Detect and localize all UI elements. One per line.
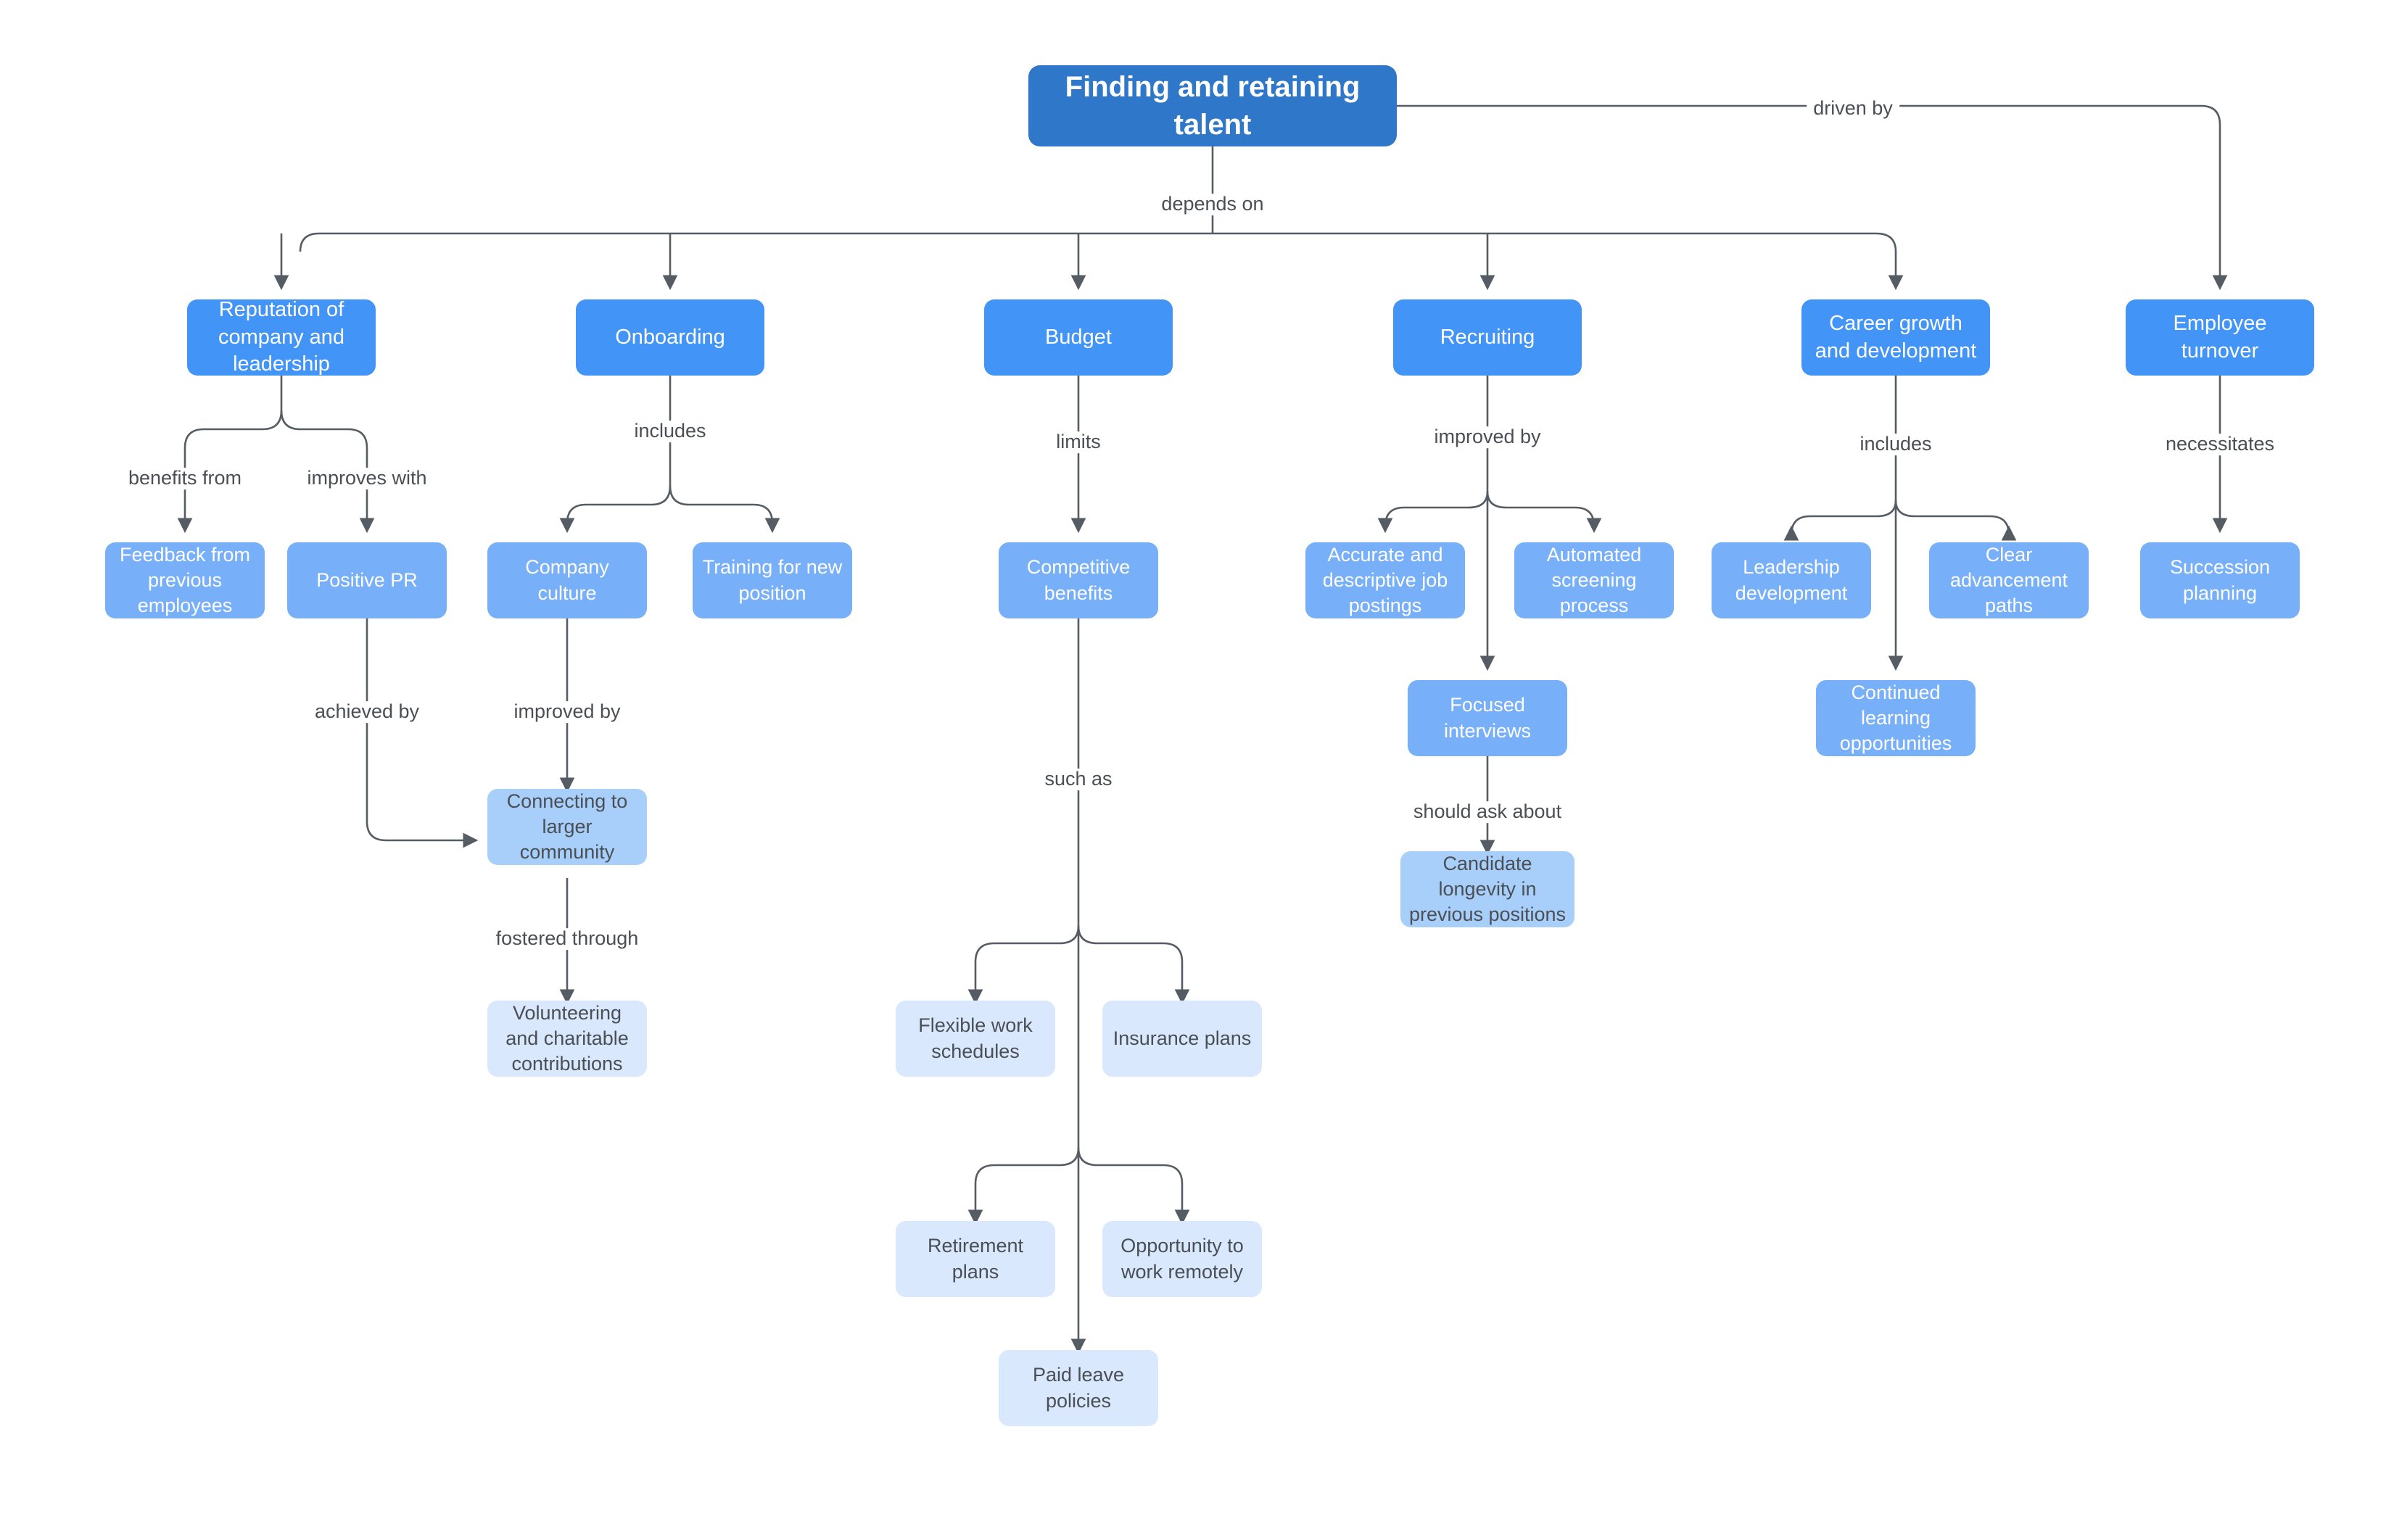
node-label: Competitive benefits (1026, 556, 1131, 604)
edge-reputation-split (177, 376, 283, 534)
edge-label-improved-by-culture: improved by (507, 700, 627, 723)
node-feedback-from-previous-employees[interactable]: Feedback from previous employees (105, 542, 265, 618)
node-root-label: Finding and retaining talent (1065, 71, 1361, 141)
edge-bus-horizontal (299, 232, 1904, 291)
edge-recruiting-screening (1486, 491, 1602, 534)
node-label: Continued learning opportunities (1839, 681, 1952, 755)
node-label: Candidate longevity in previous position… (1408, 852, 1567, 926)
node-label: Company culture (525, 556, 609, 604)
node-employee-turnover[interactable]: Employee turnover (2126, 299, 2314, 376)
node-label: Opportunity to work remotely (1120, 1235, 1244, 1283)
edge-label-fostered-through: fostered through (489, 927, 645, 950)
edge-benefits-insurance (1077, 925, 1190, 1005)
node-clear-advancement-paths[interactable]: Clear advancement paths (1929, 542, 2089, 618)
edge-label-includes-career: includes (1853, 433, 1939, 455)
node-focused-interviews[interactable]: Focused interviews (1408, 680, 1567, 756)
edge-benefits-flexible (967, 925, 1080, 1005)
node-company-culture[interactable]: Company culture (487, 542, 647, 618)
node-label: Feedback from previous employees (119, 543, 251, 617)
node-retirement-plans[interactable]: Retirement plans (896, 1221, 1055, 1297)
edge-label-necessitates: necessitates (2158, 433, 2282, 455)
node-label: Employee turnover (2173, 311, 2267, 363)
edge-benefits-retirement (967, 1147, 1080, 1225)
node-label: Clear advancement paths (1949, 543, 2068, 617)
node-root[interactable]: Finding and retaining talent (1028, 65, 1397, 146)
node-label: Reputation of company and leadership (218, 299, 345, 376)
edge-label-should-ask-about: should ask about (1406, 800, 1569, 823)
edge-label-depends-on: depends on (1155, 193, 1271, 215)
node-label: Insurance plans (1113, 1027, 1252, 1049)
edge-positivepr-connecting (366, 618, 479, 848)
node-onboarding[interactable]: Onboarding (576, 299, 764, 376)
node-reputation-of-company-and-leadership[interactable]: Reputation of company and leadership (187, 299, 376, 376)
node-opportunity-to-work-remotely[interactable]: Opportunity to work remotely (1102, 1221, 1262, 1297)
edge-label-improves-with: improves with (300, 467, 434, 489)
node-leadership-development[interactable]: Leadership development (1712, 542, 1871, 618)
node-budget[interactable]: Budget (984, 299, 1173, 376)
node-accurate-and-descriptive-job-postings[interactable]: Accurate and descriptive job postings (1305, 542, 1465, 618)
node-insurance-plans[interactable]: Insurance plans (1102, 1001, 1262, 1077)
node-label: Recruiting (1440, 325, 1535, 349)
node-label: Leadership development (1735, 556, 1848, 604)
node-label: Volunteering and charitable contribution… (505, 1001, 629, 1075)
node-volunteering-and-charitable-contributions[interactable]: Volunteering and charitable contribution… (487, 1001, 647, 1077)
node-label: Positive PR (316, 568, 418, 591)
node-continued-learning-opportunities[interactable]: Continued learning opportunities (1816, 680, 1976, 756)
edge-reputation-positivepr (280, 410, 375, 534)
node-label: Flexible work schedules (918, 1014, 1033, 1062)
node-label: Budget (1045, 325, 1112, 349)
node-label: Accurate and descriptive job postings (1322, 543, 1448, 617)
node-label: Automated screening process (1546, 543, 1642, 617)
node-competitive-benefits[interactable]: Competitive benefits (999, 542, 1158, 618)
node-automated-screening-process[interactable]: Automated screening process (1514, 542, 1674, 618)
node-positive-pr[interactable]: Positive PR (287, 542, 447, 618)
node-label: Onboarding (615, 325, 725, 349)
node-label: Retirement plans (927, 1235, 1024, 1283)
edge-label-limits: limits (1049, 431, 1107, 453)
edge-label-benefits-from: benefits from (121, 467, 249, 489)
edge-label-includes-onboarding: includes (627, 420, 713, 442)
edge-root-turnover (1397, 104, 2228, 291)
node-connecting-to-larger-community[interactable]: Connecting to larger community (487, 789, 647, 865)
edge-benefits-remote (1077, 1147, 1190, 1225)
edge-label-improved-by-recruiting: improved by (1427, 426, 1548, 448)
node-training-for-new-position[interactable]: Training for new position (693, 542, 852, 618)
edge-label-achieved-by: achieved by (307, 700, 426, 723)
edge-recruiting-postings (1377, 491, 1489, 534)
edge-onboarding-training (669, 485, 780, 534)
node-recruiting[interactable]: Recruiting (1393, 299, 1582, 376)
node-label: Succession planning (2169, 556, 2271, 604)
node-flexible-work-schedules[interactable]: Flexible work schedules (896, 1001, 1055, 1077)
node-label: Career growth and development (1815, 311, 1977, 363)
node-career-growth-and-development[interactable]: Career growth and development (1801, 299, 1990, 376)
node-label: Paid leave policies (1032, 1364, 1125, 1412)
edge-label-such-as: such as (1038, 768, 1119, 790)
edge-career-advancement (1894, 500, 2017, 541)
edge-label-driven-by: driven by (1807, 97, 1899, 120)
edge-career-leadership (1783, 500, 1897, 541)
node-paid-leave-policies[interactable]: Paid leave policies (999, 1350, 1158, 1426)
node-succession-planning[interactable]: Succession planning (2140, 542, 2300, 618)
node-label: Focused interviews (1443, 694, 1532, 742)
node-label: Training for new position (702, 556, 843, 604)
node-candidate-longevity-in-previous-positions[interactable]: Candidate longevity in previous position… (1400, 851, 1574, 927)
node-label: Connecting to larger community (506, 790, 628, 864)
edge-onboarding-culture (559, 376, 672, 534)
